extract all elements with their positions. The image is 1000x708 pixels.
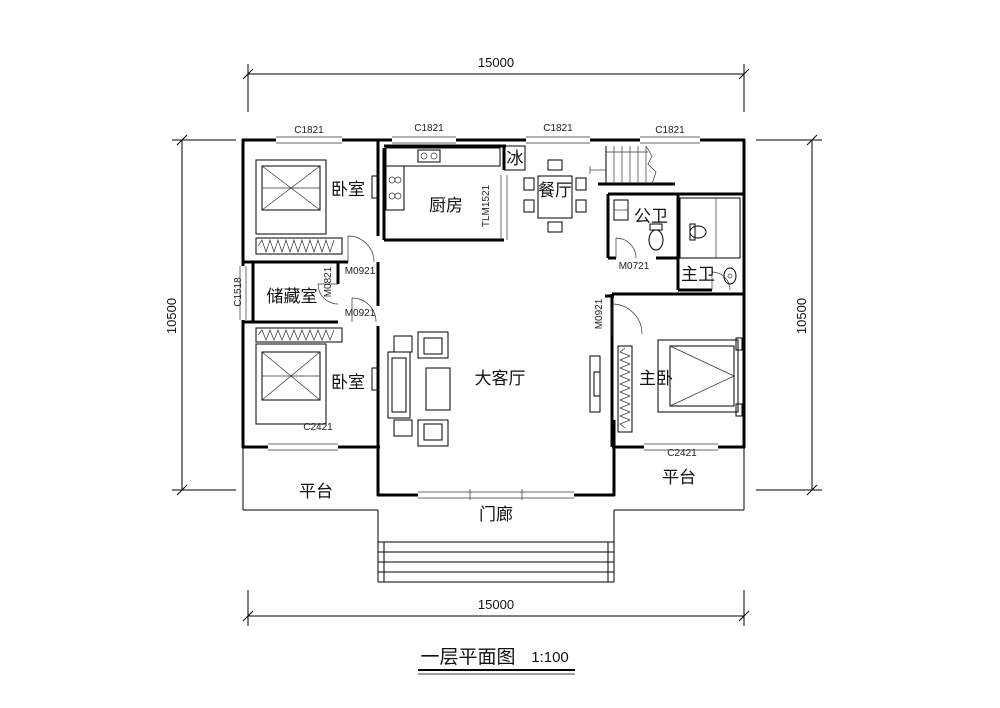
door-code-public-bath: M0721 [619,261,650,272]
bed-bottom-bedroom [255,327,379,425]
bottom-dimension: 15000 [242,590,750,626]
room-label-living: 大客厅 [475,369,526,389]
room-label-storage: 储藏室 [267,287,318,307]
window-code-bedroom-bottom: C2421 [303,422,333,433]
room-label-bedroom-bottom: 卧室 [331,373,365,393]
door-code-bedroom-bottom: M0921 [345,308,376,319]
window-code-top-4: C1821 [655,125,685,136]
bottom-width-label: 15000 [478,597,514,612]
room-label-dining: 餐厅 [538,181,572,201]
right-dimension: 10500 [756,134,822,496]
kitchen-counter [385,147,501,211]
terrace-outline [242,448,745,582]
room-label-terrace-right: 平台 [662,468,696,488]
window-code-top-1: C1821 [294,125,324,136]
top-width-label: 15000 [478,55,514,70]
living-room-sofa-set [387,331,451,447]
drawing-title-block: 一层平面图 1:100 [418,646,575,675]
top-dimension: 15000 [242,55,750,112]
window-code-top-3: C1821 [543,123,573,134]
door-code-bedroom-top: M0921 [345,266,376,277]
window-code-storage: C1518 [233,277,244,307]
sliding-door-code: TLM1521 [481,184,492,227]
tv-cabinet [589,355,601,413]
door-code-master-bed: M0921 [594,298,605,329]
doors [317,235,731,336]
right-height-label: 10500 [794,298,809,334]
drawing-title: 一层平面图 [420,646,515,668]
room-label-kitchen: 厨房 [429,196,463,216]
window-symbols [239,136,718,500]
interior-walls [243,140,744,447]
drawing-scale: 1:100 [531,649,569,666]
window-code-top-2: C1821 [414,123,444,134]
master-bed [617,337,743,433]
left-height-label: 10500 [164,298,179,334]
room-label-public-bath: 公卫 [634,207,668,227]
stairs [589,145,657,185]
fridge-label: 冰 [507,149,524,169]
room-label-bedroom-top: 卧室 [331,180,365,200]
window-code-master-bed: C2421 [667,448,697,459]
room-label-terrace-left: 平台 [299,482,333,502]
room-label-master-bath: 主卫 [681,265,715,285]
fridge: 冰 [504,145,526,171]
room-label-master-bedroom: 主卧 [639,369,673,389]
bed-top-bedroom [255,159,379,255]
entry-steps [378,541,614,583]
master-bath-fixtures [679,197,741,285]
left-dimension: 10500 [164,134,236,496]
dining-table [523,159,587,233]
public-bath-fixtures [613,199,664,251]
door-code-storage: M0821 [323,266,334,297]
room-label-porch: 门廊 [479,505,513,525]
